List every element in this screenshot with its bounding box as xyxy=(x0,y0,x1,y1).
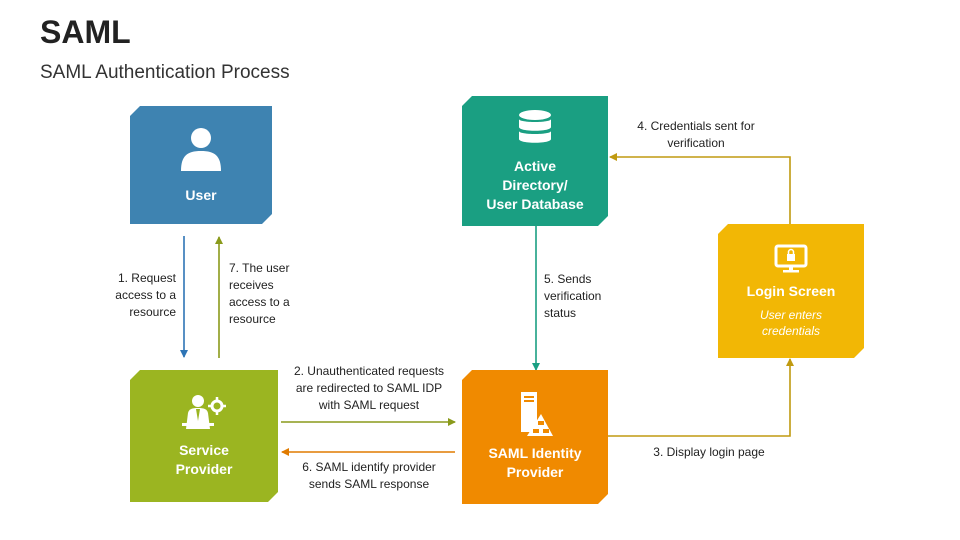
node-service-provider: Service Provider xyxy=(130,370,278,502)
step-4-label: 4. Credentials sent for verification xyxy=(637,119,755,150)
step-2-label: 2. Unauthenticated requests are redirect… xyxy=(293,364,445,412)
server-network-icon xyxy=(517,392,553,436)
node-user: User xyxy=(130,106,272,224)
node-sp-line-1: Service xyxy=(179,442,229,458)
node-idp-line-2: Provider xyxy=(506,464,564,480)
page-title: SAML xyxy=(40,14,131,50)
node-active-directory: Active Directory/ User Database xyxy=(462,96,608,226)
node-login-sub-2: credentials xyxy=(761,323,821,338)
node-ad-line-3: User Database xyxy=(486,195,584,212)
database-icon xyxy=(517,109,553,149)
node-login-sub-1: User enters xyxy=(759,307,823,322)
node-identity-provider: SAML Identity Provider xyxy=(462,370,608,504)
presenter-gear-icon xyxy=(182,393,226,431)
monitor-lock-icon xyxy=(774,244,808,274)
step-6-label: 6. SAML identify provider sends SAML res… xyxy=(302,460,436,491)
user-icon xyxy=(179,126,223,172)
arrow-step-3 xyxy=(608,358,794,437)
step-1-label: 1. Request access to a resource xyxy=(115,271,176,319)
page-subtitle: SAML Authentication Process xyxy=(40,62,290,83)
step-5-label: 5. Sends verification status xyxy=(544,272,602,320)
node-login-screen: Login Screen User enters credentials xyxy=(718,224,864,358)
node-ad-line-1: Active xyxy=(513,157,557,174)
arrow-step-4 xyxy=(609,153,791,224)
node-sp-line-2: Provider xyxy=(175,461,233,477)
node-idp-line-1: SAML Identity xyxy=(488,445,582,461)
node-login-label: Login Screen xyxy=(746,282,836,299)
step-3-label: 3. Display login page xyxy=(653,445,765,459)
node-ad-line-2: Directory/ xyxy=(502,176,568,193)
step-7-label: 7. The user receives access to a resourc… xyxy=(229,261,290,326)
node-user-label: User xyxy=(185,186,217,203)
